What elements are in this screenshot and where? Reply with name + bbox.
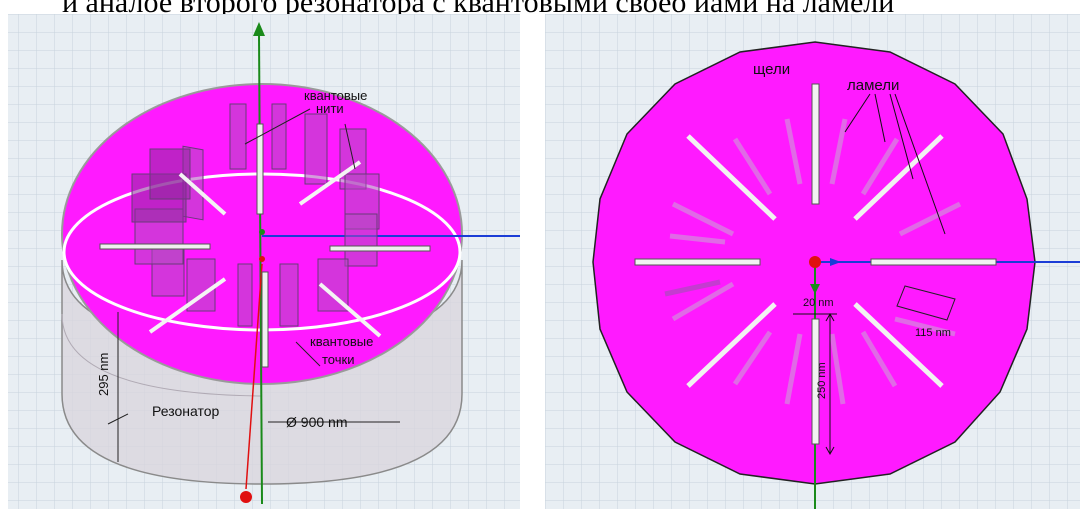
lamella: [860, 137, 900, 196]
lamella: [669, 233, 726, 245]
resonator-bottom-edge: [61, 313, 263, 397]
green-axis-arrow-icon: [253, 22, 265, 36]
slot: [811, 318, 820, 445]
slot: [853, 302, 944, 388]
lamella: [149, 148, 191, 200]
perspective-view-panel: квантовые нити квантовые точки 295 nm Ре…: [0, 14, 520, 509]
dots-label-line1: квантовые: [310, 334, 373, 349]
lamella: [237, 263, 253, 327]
lamella: [671, 201, 735, 237]
lamella: [829, 333, 846, 405]
diagonal-slots-group: [686, 134, 944, 388]
length-dimension-arrow-icon: [825, 312, 835, 322]
height-dimension-label: 295 nm: [96, 353, 111, 396]
slot: [99, 243, 211, 250]
slot: [261, 271, 269, 368]
lamella-dimension-label: 115 nm: [915, 327, 951, 339]
slots-group: [99, 123, 431, 368]
slot: [811, 83, 820, 205]
top-view-canvas: щели ламели 20 nm 250 nm 115 nm: [545, 14, 1080, 509]
origin-marker: [809, 256, 821, 268]
lamella-outline: [896, 285, 956, 321]
lamella: [271, 103, 287, 170]
lamella: [304, 113, 328, 185]
diameter-dimension-label: Ø 900 nm: [286, 414, 347, 430]
slots-group: [634, 83, 997, 445]
leader-line: [874, 93, 886, 143]
slot: [870, 258, 997, 266]
lamella: [784, 333, 803, 405]
dots-label-line2: точки: [322, 352, 354, 367]
green-axis-line: [258, 33, 263, 505]
lamella-highlight: [664, 279, 721, 297]
blue-axis-arrow-icon: [830, 258, 841, 266]
slot: [329, 245, 431, 252]
width-dimension-label: 20 nm: [803, 297, 834, 309]
lamella: [344, 213, 378, 267]
top-view-panel: щели ламели 20 nm 250 nm 115 nm: [545, 14, 1080, 509]
lamella: [860, 330, 898, 388]
red-axis-line: [245, 263, 263, 490]
lamella: [279, 263, 299, 327]
green-axis-arrow-icon: [810, 284, 820, 294]
leader-line: [894, 93, 946, 235]
lamella: [732, 137, 773, 196]
slot: [298, 160, 362, 206]
perspective-view-canvas: квантовые нити квантовые точки 295 nm Ре…: [8, 14, 520, 509]
length-dimension-arrow-icon: [825, 446, 835, 456]
slots-label: щели: [753, 61, 790, 78]
lamella: [784, 118, 803, 185]
lamella: [229, 103, 247, 170]
slot: [686, 134, 777, 221]
slot: [686, 302, 777, 388]
lamella: [671, 281, 735, 322]
threads-label-line1: квантовые: [304, 88, 367, 103]
slot: [634, 258, 761, 266]
lamellae-label: ламели: [847, 77, 899, 94]
lamella: [186, 258, 216, 312]
slot: [178, 172, 227, 216]
threads-leader-line: [244, 108, 311, 145]
lamella: [829, 118, 848, 185]
threads-leader-line: [344, 123, 356, 170]
height-dimension-tick: [107, 413, 129, 425]
red-axis-arrow-icon: [240, 491, 252, 503]
threads-label-line2: нити: [316, 101, 344, 116]
origin-marker: [259, 256, 265, 262]
resonator-label: Резонатор: [152, 403, 220, 419]
dots-leader-line: [295, 341, 321, 367]
leader-line: [889, 93, 914, 180]
slot: [256, 123, 264, 215]
lamella: [732, 330, 773, 386]
diagonal-slots-group: [148, 160, 382, 338]
lamellae-leader-lines: [844, 93, 946, 235]
center-marker: [259, 229, 265, 235]
slot: [148, 277, 227, 334]
slot: [318, 282, 382, 338]
leader-line: [844, 93, 871, 133]
length-dimension-label: 250 nm: [816, 362, 828, 399]
lamella: [898, 201, 962, 237]
slot: [853, 134, 944, 221]
lamellae-group: [669, 118, 962, 405]
lamella: [894, 316, 956, 337]
